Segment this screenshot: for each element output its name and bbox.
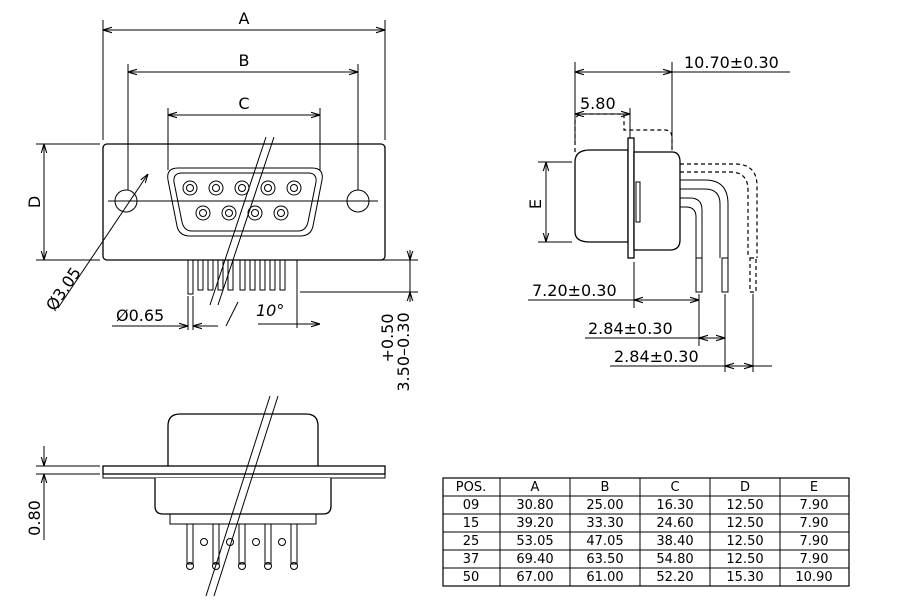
table-cell: 69.40 <box>516 552 553 567</box>
front-pins <box>187 259 286 295</box>
table-cell: 7.90 <box>800 516 829 531</box>
tol-minus-label: 3.50–0.30 <box>394 312 413 391</box>
side-rear-body <box>633 151 681 251</box>
table-cell: 10.90 <box>795 570 832 585</box>
d-shell-inner <box>173 172 317 232</box>
side-total-label: 10.70±0.30 <box>684 53 779 72</box>
dim-c-label: C <box>238 94 249 113</box>
hole-leader <box>57 174 148 309</box>
side-shell <box>574 149 629 243</box>
table-cell: 61.00 <box>586 570 623 585</box>
table-cell: 16.30 <box>656 498 693 513</box>
table-cell: 38.40 <box>656 534 693 549</box>
tol-plus-label: +0.50 <box>378 313 397 362</box>
table-cell: 52.20 <box>656 570 693 585</box>
dim-e-label: E <box>526 199 545 209</box>
side-flange <box>627 137 635 259</box>
pin-diameter-label: Ø0.65 <box>116 306 164 325</box>
table-header-cell: A <box>531 480 540 495</box>
table-header-cell: D <box>740 480 750 495</box>
bottom-shell <box>154 478 332 515</box>
table-cell: 15 <box>463 516 480 531</box>
table-cell: 12.50 <box>726 516 763 531</box>
table-header-cell: E <box>810 480 818 495</box>
break-line-2 <box>217 136 275 306</box>
pin-bend-1 <box>680 179 729 258</box>
bottom-flange <box>102 465 386 475</box>
bottom-pins <box>186 523 298 570</box>
flange-thickness-label: 0.80 <box>25 500 44 536</box>
side-pin-offset-label: 7.20±0.30 <box>532 281 617 300</box>
table-cell: 25 <box>463 534 480 549</box>
table-cell: 37 <box>463 552 480 567</box>
table-cell: 53.05 <box>516 534 553 549</box>
side-pitch1-label: 2.84±0.30 <box>588 319 673 338</box>
table-cell: 7.90 <box>800 534 829 549</box>
table-cell: 24.60 <box>656 516 693 531</box>
bottom-view: 0.80 <box>25 395 386 597</box>
table-cell: 67.00 <box>516 570 553 585</box>
side-pitch2-label: 2.84±0.30 <box>614 347 699 366</box>
dim-d-label: D <box>25 196 44 208</box>
table-cell: 7.90 <box>800 498 829 513</box>
alt-outline <box>574 113 673 152</box>
table-cell: 12.50 <box>726 498 763 513</box>
d-shell-outer <box>167 167 323 237</box>
table-cell: 50 <box>463 570 480 585</box>
table-cell: 25.00 <box>586 498 623 513</box>
side-view: 10.70±0.30 5.80 E 7.20±0.30 2.84±0.30 2.… <box>526 53 790 372</box>
table-header-cell: POS. <box>456 480 486 495</box>
dim-a-label: A <box>239 9 250 28</box>
pin-bend-3-dashed <box>680 163 758 258</box>
table-cell: 09 <box>463 498 480 513</box>
table-cell: 33.30 <box>586 516 623 531</box>
angle-label: 10° <box>256 301 284 320</box>
table-cell: 54.80 <box>656 552 693 567</box>
table-cell: 12.50 <box>726 534 763 549</box>
table-cell: 63.50 <box>586 552 623 567</box>
table-cell: 47.05 <box>586 534 623 549</box>
hole-diameter-label: Ø3.05 <box>42 264 85 315</box>
table-cell: 7.90 <box>800 552 829 567</box>
dim-b-label: B <box>239 51 250 70</box>
pin-bend-2 <box>680 197 703 258</box>
table-header-cell: C <box>670 480 679 495</box>
bottom-top-shell <box>167 413 319 466</box>
side-flange-label: 5.80 <box>580 94 616 113</box>
table-cell: 30.80 <box>516 498 553 513</box>
table-cell: 15.30 <box>726 570 763 585</box>
table-cell: 12.50 <box>726 552 763 567</box>
break-line-1 <box>209 136 267 306</box>
dimension-table: POS. A B C D E 09 30.80 25.00 16.30 12.50 7.90 15 39.… <box>442 477 850 587</box>
table-header-cell: B <box>601 480 610 495</box>
table-cell: 39.20 <box>516 516 553 531</box>
contact-row-bottom <box>195 205 289 221</box>
front-view: A B C D Ø3.05 Ø0.65 10° +0. <box>25 9 418 392</box>
